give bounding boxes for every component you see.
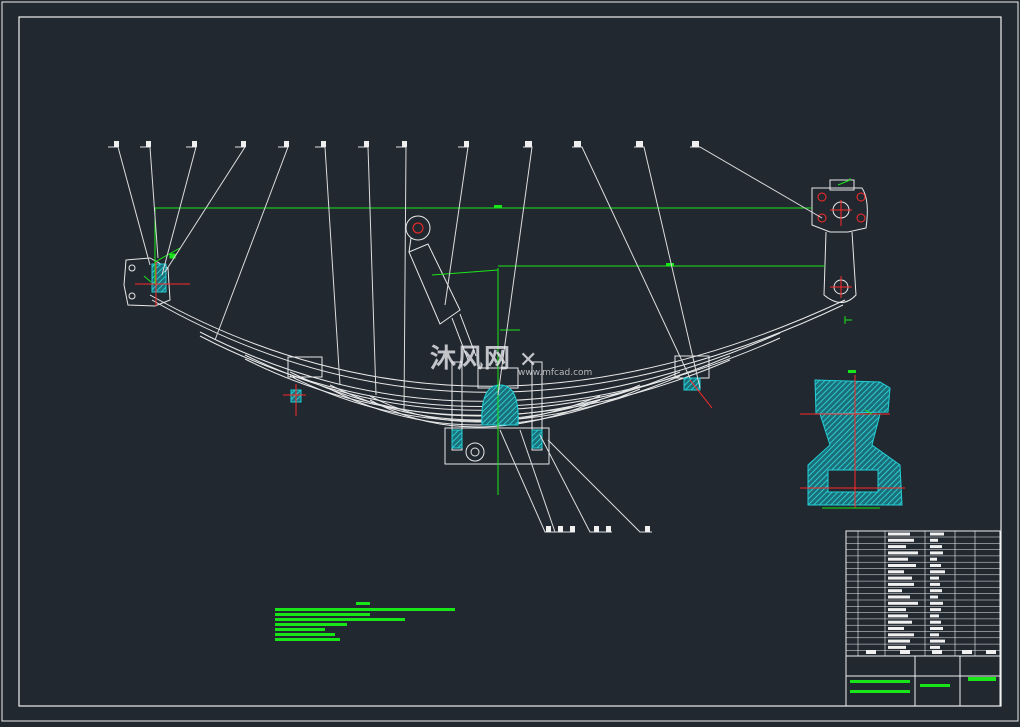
table-row-text [888,576,912,580]
table-row-material [930,589,942,593]
table-row-text [888,595,910,599]
center-bolt-section [481,384,519,426]
table-row-material [930,595,938,599]
rebound-clip-right [674,355,713,409]
table-row-text [888,545,906,549]
table-row-material [930,538,938,542]
table-row-material [930,633,939,637]
table-row-material [930,608,941,612]
table-row-material [930,582,940,586]
shock-absorber [405,215,477,361]
table-row-text [888,589,902,593]
table-row-text [888,620,912,624]
rear-bracket-bolts [817,192,866,298]
table-row-material [930,532,944,536]
leader-number-tags-bottom [546,526,650,532]
table-row-text [888,557,908,561]
detail-section-view [800,370,905,509]
parts-list-rows [846,536,1000,651]
title-block-text [850,650,996,693]
u-bolt-left-nut [451,429,463,449]
center-clamp [444,361,550,465]
table-row-material [930,614,939,618]
parts-list-table [845,530,1001,707]
shackle-callout [837,178,852,324]
table-row-text [888,645,906,649]
leader-number-tags [114,141,699,147]
table-row-text [888,639,910,643]
dimension-text-2 [666,263,674,266]
rebound-clip-left [283,356,323,416]
table-row-text [888,551,918,555]
table-row-material [930,601,943,605]
table-row-material [930,564,941,567]
technical-requirements [275,602,455,641]
table-row-material [930,639,945,643]
table-row-material [930,570,945,574]
dimension-text-1 [494,205,502,208]
table-row-text [888,627,904,630]
watermark-url: www.mfcad.com [518,368,593,378]
table-row-text [888,532,910,536]
close-icon: ✕ [519,348,539,373]
watermark: 沐风网 ✕ www.mfcad.com [430,338,592,378]
u-bolt-right-nut [531,429,543,449]
table-row-text [888,614,908,618]
table-row-material [930,627,943,630]
table-row-text [888,633,914,637]
table-row-text [888,538,914,542]
table-row-text [888,582,914,586]
table-row-material [930,620,941,624]
inner-frame [18,16,1002,707]
watermark-brand: 沐风网 [430,344,512,374]
table-row-material [930,551,943,555]
table-row-text [888,601,918,605]
table-row-text [888,608,906,612]
leader-lines-bottom [499,429,652,533]
leaf-spring-stack [149,294,846,428]
table-row-material [930,545,942,549]
parts-list-text [888,532,945,649]
table-row-material [930,576,939,580]
rear-shackle [811,179,868,303]
table-row-material [930,557,937,561]
table-row-text [888,570,904,574]
table-row-text [888,564,916,567]
table-row-material [930,645,940,649]
